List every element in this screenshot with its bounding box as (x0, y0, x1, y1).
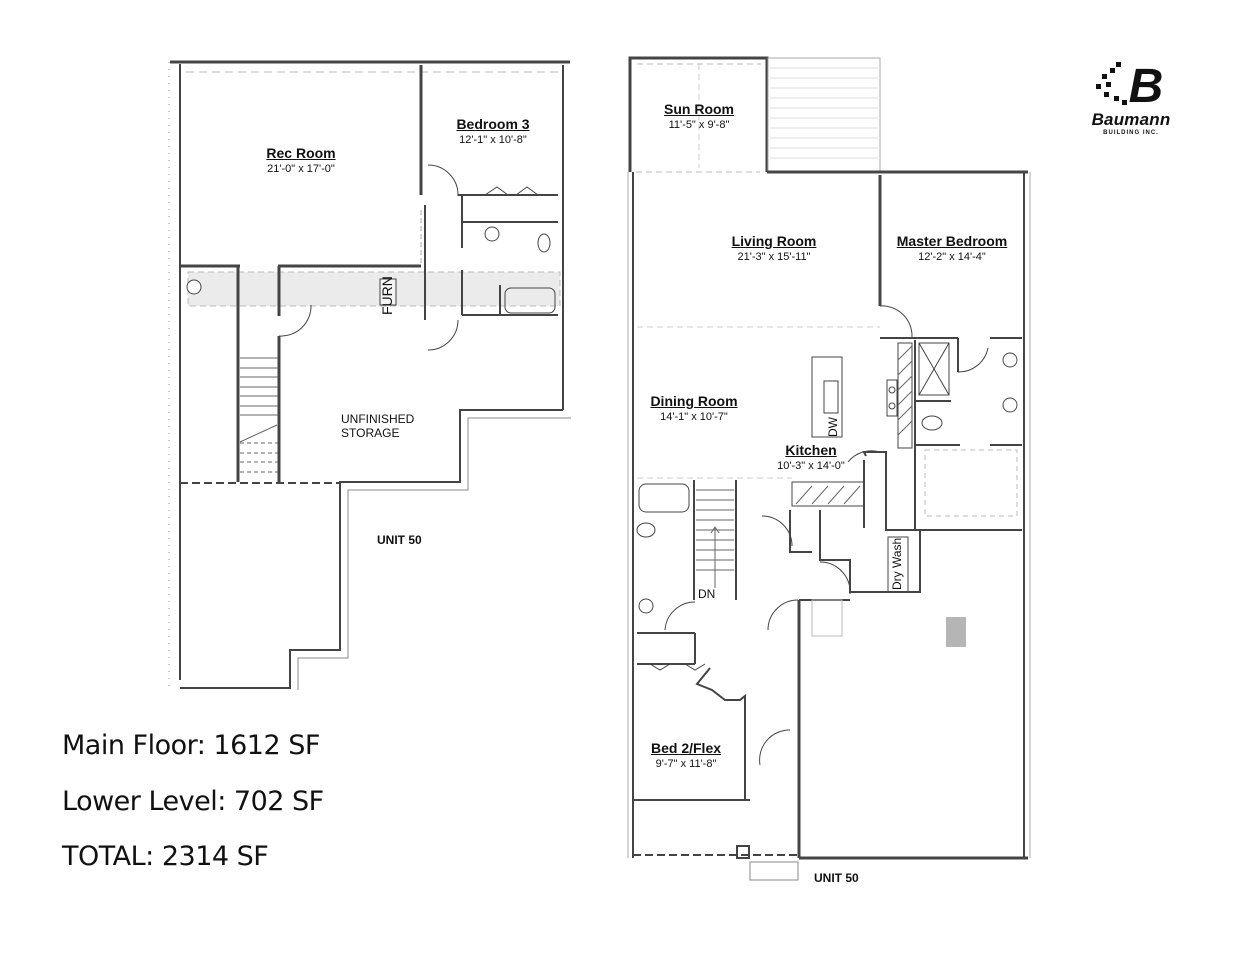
total-sf: TOTAL: 2314 SF (62, 841, 269, 872)
room-name-kitchen: Kitchen (785, 442, 837, 458)
room-name-living-room: Living Room (731, 233, 817, 249)
room-dims-rec-room: 21'-0" x 17'-0" (267, 163, 335, 175)
dry-wash-label: Dry Wash (890, 537, 904, 590)
logo-subtitle: BUILDING INC. (1103, 130, 1159, 136)
room-dims-master-bedroom: 12'-2" x 14'-4" (918, 251, 986, 263)
room-name-dining-room: Dining Room (650, 393, 738, 409)
room-name-master-bedroom: Master Bedroom (896, 233, 1008, 249)
dishwasher-label: DW (826, 417, 840, 437)
unit-label-lower: UNIT 50 (377, 533, 422, 547)
main-floor-plan (627, 56, 1031, 881)
room-dims-dining-room: 14'-1" x 10'-7" (660, 411, 728, 423)
room-dims-living-room: 21'-3" x 15'-11" (737, 251, 811, 263)
room-dims-bedroom-3: 12'-1" x 10'-8" (459, 134, 527, 146)
storage-label-line2: STORAGE (341, 426, 400, 440)
room-name-bedroom-3: Bedroom 3 (456, 116, 530, 132)
svg-text:B: B (1129, 60, 1164, 110)
room-name-sun-room: Sun Room (664, 101, 734, 117)
lower-level-sf: Lower Level: 702 SF (62, 786, 324, 817)
room-name-bed-2-flex: Bed 2/Flex (650, 740, 722, 756)
unit-label-main: UNIT 50 (814, 871, 859, 885)
room-dims-bed-2-flex: 9'-7" x 11'-8" (655, 758, 717, 770)
lower-level-plan (168, 60, 571, 690)
room-dims-kitchen: 10'-3" x 14'-0" (777, 460, 845, 472)
storage-label-line1: UNFINISHED (341, 412, 415, 426)
furnace-label: FURN (379, 276, 395, 315)
logo-b-mark-icon: B (1096, 60, 1164, 113)
room-name-rec-room: Rec Room (266, 145, 336, 161)
stairs-down-label: DN (698, 587, 716, 601)
main-floor-sf: Main Floor: 1612 SF (62, 730, 320, 761)
logo-wordmark: Baumann (1091, 110, 1171, 129)
baumann-logo: B Baumann BUILDING INC. (1066, 56, 1196, 136)
room-dims-sun-room: 11'-5" x 9'-8" (668, 119, 730, 131)
